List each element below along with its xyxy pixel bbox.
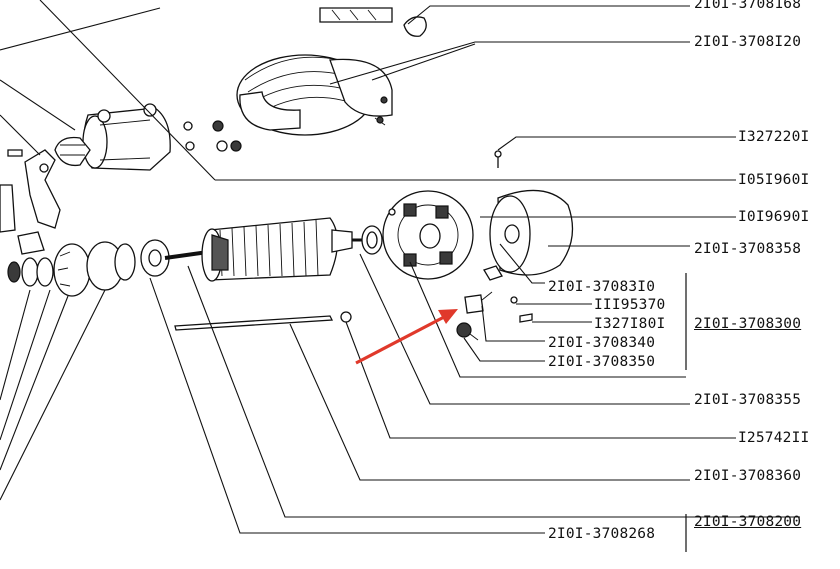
label-2101-3708268: 2I0I-3708268 xyxy=(548,526,656,542)
label-2101-3708358: 2I0I-3708358 xyxy=(694,241,802,257)
label-2101-3708360: 2I0I-3708360 xyxy=(694,468,802,484)
rear-end-cover xyxy=(483,150,574,281)
field-coil-assembly xyxy=(236,7,427,136)
label-2101-3708168: 2I0I-3708168 xyxy=(694,0,802,12)
label-11195370: III95370 xyxy=(594,297,666,313)
label-2101-3708340: 2I0I-3708340 xyxy=(548,335,656,351)
armature xyxy=(164,217,383,282)
label-13272201: I327220I xyxy=(738,129,810,145)
label-13271801: I327I80I xyxy=(594,316,666,332)
label-2101-3708120: 2I0I-3708I20 xyxy=(694,34,802,50)
label-2101-3708355: 2I0I-3708355 xyxy=(694,392,802,408)
label-2101-3708200: 2I0I-3708200 xyxy=(694,514,802,530)
label-10196901: I0I9690I xyxy=(738,209,810,225)
drive-fork-lever xyxy=(0,149,61,255)
label-2101-3708310: 2I0I-37083I0 xyxy=(548,279,656,295)
leader-lines xyxy=(0,0,800,534)
red-pointer-arrow xyxy=(355,309,458,365)
label-10519601: I05I960I xyxy=(738,172,810,188)
label-2101-3708300: 2I0I-3708300 xyxy=(694,316,802,332)
through-bolt xyxy=(174,311,352,331)
label-2101-3708350: 2I0I-3708350 xyxy=(548,354,656,370)
drive-pinion-clutch xyxy=(7,239,170,297)
label-12574211: I25742II xyxy=(738,430,810,446)
brush-and-spring xyxy=(456,291,533,341)
solenoid-relay xyxy=(54,103,242,171)
brush-holder-plate xyxy=(382,190,474,280)
